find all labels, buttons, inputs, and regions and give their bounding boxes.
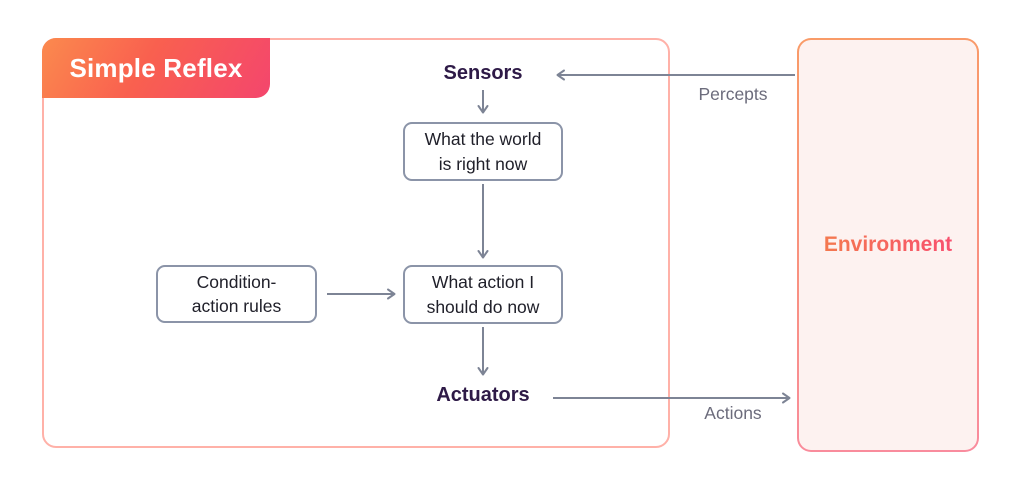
percepts-label: Percepts xyxy=(698,84,768,104)
sensors-label: Sensors xyxy=(443,62,523,84)
actuators-label: Actuators xyxy=(436,384,530,406)
world-state-box: What the world is right now xyxy=(403,122,563,181)
title-badge: Simple Reflex xyxy=(42,38,270,98)
action-selection-box: What action I should do now xyxy=(403,265,563,324)
simple-reflex-agent-container: Simple Reflex xyxy=(42,38,670,448)
condition-action-rules-box: Condition- action rules xyxy=(156,265,317,323)
environment-box: Environment xyxy=(797,38,979,452)
environment-label: Environment xyxy=(823,233,953,256)
title-badge-label: Simple Reflex xyxy=(69,52,243,83)
actions-label: Actions xyxy=(704,403,762,423)
environment-inner: Environment xyxy=(799,40,977,450)
